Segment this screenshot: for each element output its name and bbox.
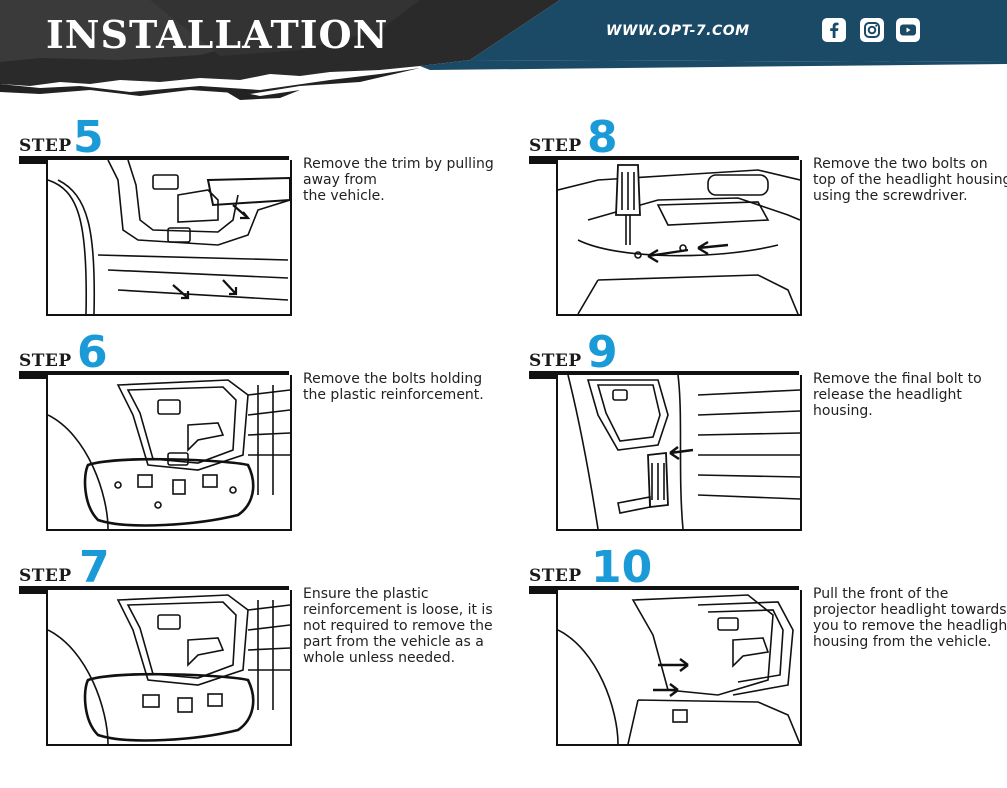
step-description: Ensure the plastic reinforcement is loos… (303, 586, 493, 666)
youtube-icon[interactable] (896, 18, 920, 42)
step-description: Remove the two bolts on top of the headl… (813, 156, 1007, 204)
step-description: Remove the trim by pulling away from the… (303, 156, 494, 204)
step-number: 7 (79, 542, 110, 593)
step-7: STEP 7 Ensure the plastic reinforcement … (19, 544, 509, 752)
step-10: STEP 10 Pull the front of the projector … (529, 544, 1007, 752)
step-illustration (46, 160, 292, 316)
step-number: 8 (587, 112, 618, 163)
step-word: STEP (529, 351, 582, 371)
step-8: STEP 8 Remove the two bolts on top of th… (529, 114, 1007, 322)
page-header: INSTALLATION WWW.OPT-7.COM (0, 0, 1007, 100)
step-5: STEP 5 Remove the trim by pulling away f… (19, 114, 509, 322)
step-word: STEP (19, 351, 72, 371)
website-link[interactable]: WWW.OPT-7.COM (606, 23, 750, 39)
step-illustration (46, 375, 292, 531)
step-number: 6 (77, 327, 108, 378)
step-word: STEP (19, 136, 72, 156)
step-word: STEP (529, 566, 582, 586)
step-number: 9 (587, 327, 618, 378)
facebook-icon[interactable] (822, 18, 846, 42)
step-illustration (556, 375, 802, 531)
page-title: INSTALLATION (46, 12, 389, 57)
step-description: Remove the final bolt to release the hea… (813, 371, 982, 419)
step-word: STEP (529, 136, 582, 156)
step-word: STEP (19, 566, 72, 586)
header-banner (0, 0, 1007, 100)
step-illustration (556, 590, 802, 746)
step-description: Pull the front of the projector headligh… (813, 586, 1007, 650)
step-number: 10 (591, 542, 653, 593)
instagram-icon[interactable] (860, 18, 884, 42)
step-9: STEP 9 Remove the final bolt to release … (529, 329, 1007, 537)
step-illustration (46, 590, 292, 746)
step-illustration (556, 160, 802, 316)
step-6: STEP 6 Remove the bolts holding the plas… (19, 329, 509, 537)
step-description: Remove the bolts holding the plastic rei… (303, 371, 484, 403)
step-number: 5 (73, 112, 104, 163)
